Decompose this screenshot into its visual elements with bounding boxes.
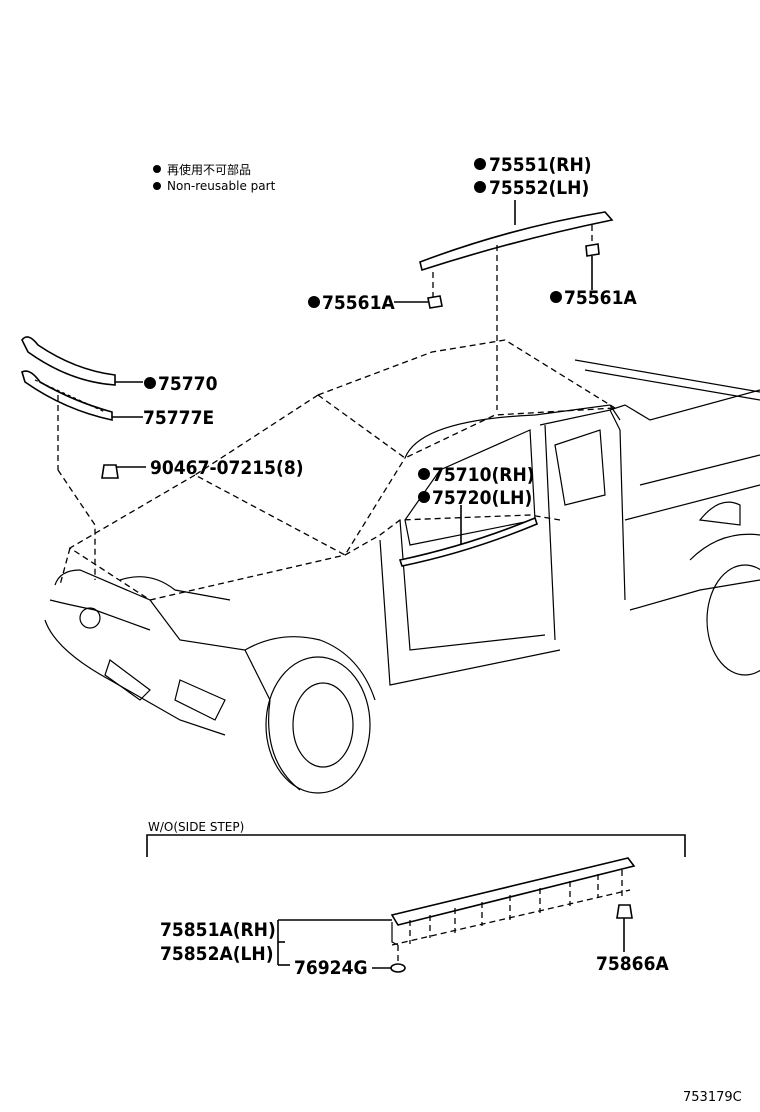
- clip-icon: [390, 963, 406, 973]
- callout-75551: 75551(RH): [489, 154, 592, 176]
- non-reusable-dot-icon: [144, 377, 156, 389]
- clip-icon: [616, 904, 633, 919]
- callout-76924g: 76924G: [294, 957, 368, 979]
- legend-japanese: 再使用不可部品: [167, 162, 251, 177]
- non-reusable-dot-icon: [474, 158, 486, 170]
- callout-90467: 90467-07215(8): [150, 457, 304, 479]
- side-step-section: W/O(SIDE STEP) 75851A(RH) 75852A(LH) 769…: [146, 820, 686, 979]
- door-belt-molding-part: [398, 505, 538, 567]
- legend: 再使用不可部品 Non-reusable part: [153, 162, 276, 193]
- callout-75770: 75770: [158, 373, 218, 395]
- clip-left: [394, 295, 443, 309]
- non-reusable-dot-icon: [418, 491, 430, 503]
- non-reusable-dot-icon: [418, 468, 430, 480]
- callout-75720: 75720(LH): [432, 487, 532, 509]
- non-reusable-dot-icon: [153, 165, 161, 173]
- callout-75710: 75710(RH): [432, 464, 535, 486]
- callout-75561a-right: 75561A: [564, 287, 637, 309]
- callouts-top: 75551(RH) 75552(LH) 75561A 75561A 75770 …: [143, 154, 637, 509]
- callout-75866a: 75866A: [596, 953, 669, 975]
- screw-clip: [101, 464, 146, 479]
- callout-75552: 75552(LH): [489, 177, 589, 199]
- clip-icon: [585, 243, 600, 257]
- rocker-molding: [390, 857, 636, 926]
- legend-english: Non-reusable part: [167, 179, 276, 193]
- truck-illustration: [44, 339, 760, 794]
- non-reusable-dot-icon: [308, 296, 320, 308]
- clip-right: [585, 243, 600, 290]
- callout-75777e: 75777E: [143, 407, 214, 429]
- figure-id: 753179C: [683, 1090, 742, 1105]
- section-label: W/O(SIDE STEP): [148, 820, 244, 834]
- callout-75561a-left: 75561A: [322, 292, 395, 314]
- non-reusable-dot-icon: [474, 181, 486, 193]
- clip-icon: [101, 464, 119, 479]
- windshield-molding-part: [21, 336, 143, 580]
- callout-75851a: 75851A(RH): [160, 919, 276, 941]
- non-reusable-dot-icon: [550, 291, 562, 303]
- callout-75852a: 75852A(LH): [160, 943, 274, 965]
- roof-molding-part: [419, 200, 614, 410]
- non-reusable-dot-icon: [153, 182, 161, 190]
- clip-icon: [427, 295, 443, 309]
